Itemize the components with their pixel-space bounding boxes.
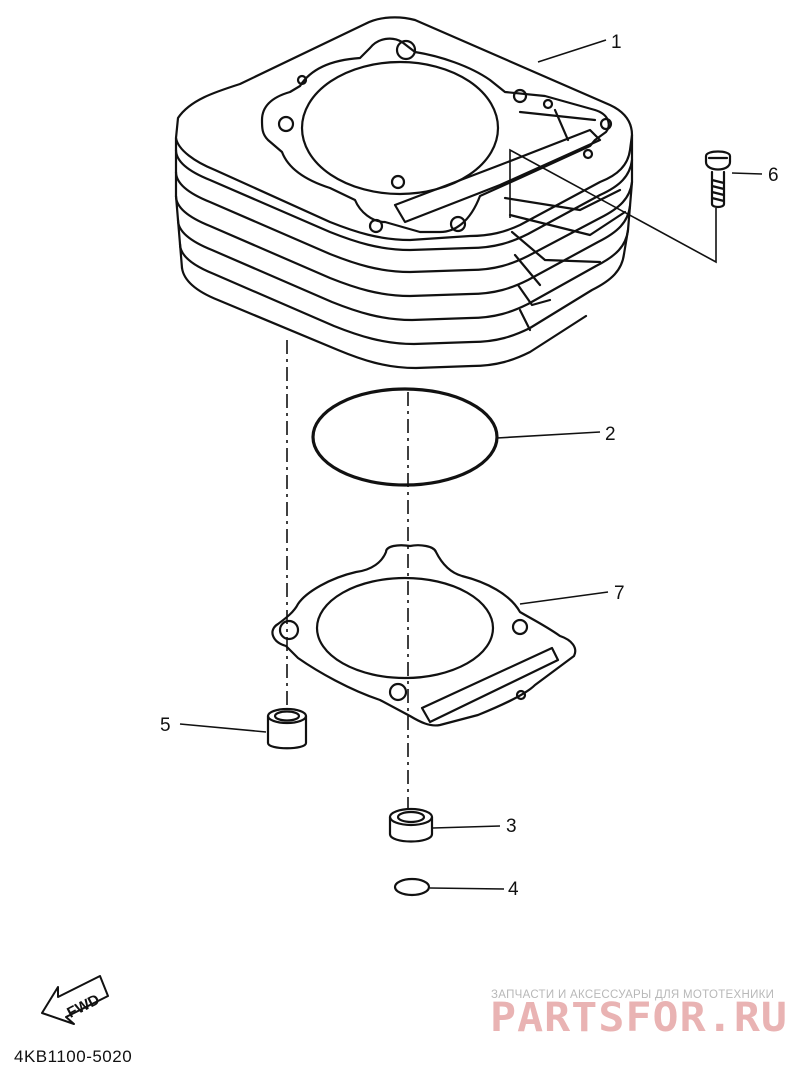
leader-lines	[179, 39, 763, 890]
cylinder-part	[174, 16, 634, 370]
leader-line-3	[432, 825, 501, 829]
leader-line-7	[519, 591, 609, 605]
callout-3: 3	[506, 816, 517, 837]
fwd-arrow-icon: FWD	[41, 975, 109, 1025]
leader-line-5	[179, 723, 267, 733]
diagram-code: 4KB1100-5020	[14, 1047, 132, 1066]
leader-line-2	[496, 431, 601, 439]
o-ring-part	[311, 387, 499, 487]
base-gasket-part	[271, 544, 577, 727]
callout-6: 6	[768, 165, 779, 186]
callout-2: 2	[605, 424, 616, 445]
leader-line-4	[429, 887, 505, 890]
bolt-part	[704, 150, 732, 209]
callout-1: 1	[611, 32, 622, 53]
callout-4: 4	[508, 879, 519, 900]
watermark-tagline: ЗАПЧАСТИ И АКСЕССУАРЫ ДЛЯ МОТОТЕХНИКИ	[491, 989, 774, 1001]
small-o-ring-part	[393, 877, 431, 897]
leader-line-6	[731, 172, 763, 175]
callout-5: 5	[160, 715, 171, 736]
watermark-brand: PARTSFOR.RU	[490, 995, 788, 1041]
leader-line-1	[537, 39, 607, 63]
bolt-assembly-line	[509, 148, 717, 264]
dowel-pin-part-5	[266, 707, 308, 750]
dowel-pin-part-3	[388, 807, 434, 843]
callout-7: 7	[614, 583, 625, 604]
